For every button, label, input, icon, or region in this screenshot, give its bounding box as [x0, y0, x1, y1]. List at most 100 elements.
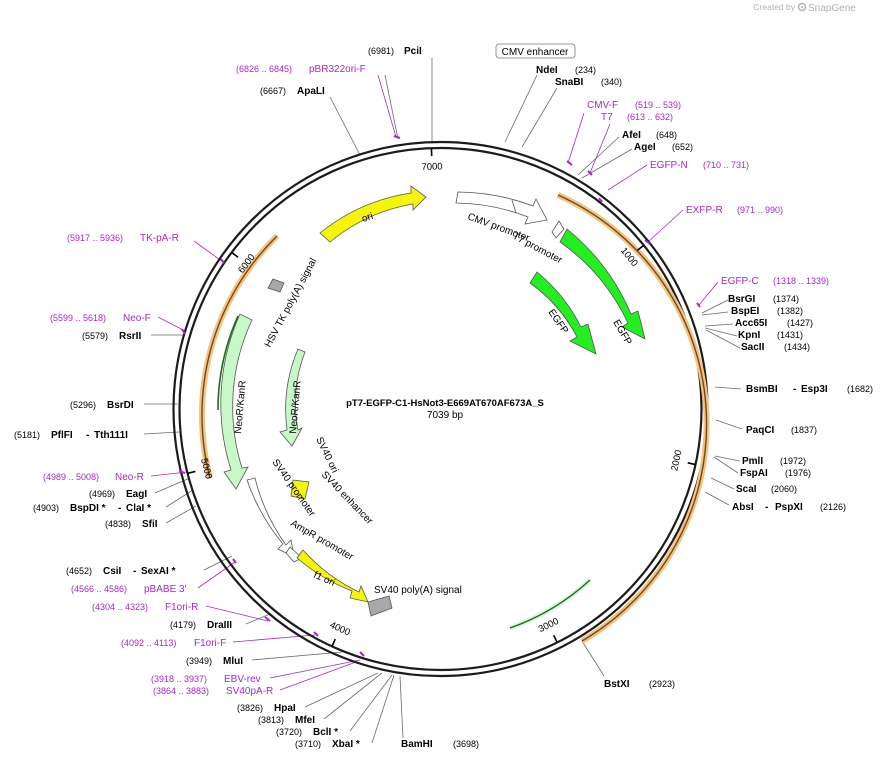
- tick-label: 3000: [537, 616, 561, 635]
- primer-name[interactable]: SV40pA-R: [226, 686, 273, 697]
- primer-name[interactable]: EGFP-N: [650, 160, 688, 171]
- site-separator: -: [86, 430, 89, 441]
- neokanr-outer-label: NeoR/KanR: [233, 380, 249, 434]
- green-orf-arc: [509, 579, 591, 629]
- site-pos: (1972): [780, 456, 806, 466]
- neokanr-feature-outer[interactable]: [220, 313, 253, 490]
- site-name[interactable]: PciI: [404, 46, 422, 57]
- neokanr-feature-inner[interactable]: [279, 348, 306, 447]
- site-name[interactable]: PaqCI: [746, 425, 775, 436]
- site-name[interactable]: BamHI: [401, 739, 433, 750]
- site-name[interactable]: KpnI: [738, 330, 760, 341]
- backbone-inner-ring: [178, 146, 703, 672]
- site-name[interactable]: SacII: [741, 342, 765, 353]
- site-pos: (5181): [14, 430, 40, 440]
- site-pos: (340): [601, 77, 622, 87]
- primer-name[interactable]: CMV-F: [587, 100, 618, 111]
- primer-name[interactable]: TK-pA-R: [140, 233, 179, 244]
- neo-inner-orf-arc: [217, 315, 239, 411]
- primer-name[interactable]: EXFP-R: [686, 205, 723, 216]
- site-name[interactable]: NdeI: [536, 65, 558, 76]
- site-name[interactable]: BspDI *: [70, 503, 106, 514]
- site-pos: (2126): [820, 502, 846, 512]
- site-name[interactable]: BsrGI: [728, 294, 755, 305]
- tick-label: 7000: [421, 161, 443, 173]
- site-separator: -: [133, 566, 136, 577]
- plasmid-name: pT7-EGFP-C1-HsNot3-E669AT670AF673A_S: [346, 398, 544, 409]
- site-name[interactable]: BsmBI: [746, 384, 778, 395]
- site-name-alt[interactable]: PspXI: [775, 502, 803, 513]
- hsv-tk-polya-feature[interactable]: [267, 278, 285, 293]
- site-pos: (4179): [170, 620, 196, 630]
- primer-range: (971 .. 990): [737, 205, 783, 215]
- primer-name[interactable]: F1ori-R: [165, 602, 198, 613]
- site-name[interactable]: ScaI: [736, 484, 757, 495]
- site-name[interactable]: RsrII: [119, 331, 141, 342]
- site-name[interactable]: XbaI *: [332, 739, 360, 750]
- primer-name[interactable]: EGFP-C: [721, 276, 759, 287]
- sv40-polya-feature[interactable]: [367, 595, 393, 617]
- site-pos: (5296): [70, 400, 96, 410]
- primer-markers: [178, 135, 701, 657]
- site-name-alt[interactable]: Esp3I: [801, 384, 828, 395]
- site-pos: (6981): [368, 46, 394, 56]
- tick-mark: [687, 462, 696, 466]
- sv40-promoter-feature[interactable]: [246, 477, 295, 558]
- primer-name[interactable]: F1ori-F: [194, 638, 226, 649]
- tick-label: 4000: [328, 620, 352, 639]
- primer-range: (3864 .. 3883): [153, 686, 209, 696]
- site-name[interactable]: BclI *: [313, 727, 338, 738]
- site-name[interactable]: BspEI: [731, 306, 760, 317]
- site-pos: (234): [575, 65, 596, 75]
- site-pos: (2923): [649, 679, 675, 689]
- label-leader-lines: [143, 58, 743, 744]
- primer-range: (1318 .. 1339): [773, 276, 829, 286]
- site-pos: (4969): [89, 489, 115, 499]
- cmv-promoter-feature[interactable]: [455, 191, 548, 225]
- ori-feature[interactable]: [319, 185, 427, 243]
- primer-name[interactable]: T7: [601, 112, 613, 123]
- egfp-feature-outer[interactable]: [559, 228, 646, 340]
- primer-range: (710 .. 731): [703, 160, 749, 170]
- site-name[interactable]: SfiI: [142, 519, 158, 530]
- sv40-ori-feature[interactable]: [290, 479, 310, 500]
- site-name[interactable]: Acc65I: [735, 318, 767, 329]
- site-name[interactable]: AfeI: [622, 130, 641, 141]
- site-separator: -: [118, 503, 121, 514]
- tick-label: 2000: [669, 449, 684, 472]
- site-name-alt[interactable]: ClaI *: [126, 503, 151, 514]
- t7-promoter-feature[interactable]: [551, 220, 565, 239]
- site-name[interactable]: SnaBI: [555, 77, 584, 88]
- site-name[interactable]: PflFI: [51, 430, 73, 441]
- site-name[interactable]: AbsI: [732, 502, 754, 513]
- site-name[interactable]: AgeI: [634, 142, 656, 153]
- primer-name[interactable]: Neo-R: [115, 472, 144, 483]
- site-name-alt[interactable]: SexAI *: [141, 566, 176, 577]
- primer-name[interactable]: Neo-F: [123, 313, 151, 324]
- primer-name[interactable]: pBABE 3': [144, 584, 187, 595]
- primer-leader-lines: [150, 74, 719, 691]
- primer-name[interactable]: EBV-rev: [224, 674, 261, 685]
- site-name[interactable]: BstXI: [604, 679, 630, 690]
- site-name[interactable]: DraIII: [207, 620, 232, 631]
- tick-label: 5000: [198, 457, 214, 480]
- sv40-enhancer-label: SV40 enhancer: [319, 469, 375, 527]
- site-name[interactable]: EagI: [126, 489, 147, 500]
- site-name[interactable]: MluI: [223, 656, 243, 667]
- site-separator: -: [793, 384, 796, 395]
- site-name[interactable]: PmlI: [742, 456, 763, 467]
- neo-orf-arc: [201, 235, 278, 479]
- site-name[interactable]: MfeI: [295, 715, 315, 726]
- site-name[interactable]: HpaI: [274, 703, 296, 714]
- egfp-feature-inner[interactable]: [529, 271, 597, 355]
- site-name[interactable]: ApaLI: [297, 86, 325, 97]
- site-name[interactable]: BsrDI: [107, 400, 134, 411]
- primer-range: (4989 .. 5008): [43, 472, 99, 482]
- f1-ori-feature[interactable]: [296, 549, 369, 603]
- site-name[interactable]: CsiI: [103, 566, 122, 577]
- site-name-alt[interactable]: Tth111I: [94, 430, 128, 441]
- primer-name[interactable]: pBR322ori-F: [309, 64, 366, 75]
- site-name[interactable]: FspAI: [740, 468, 768, 479]
- site-pos: (3813): [258, 715, 284, 725]
